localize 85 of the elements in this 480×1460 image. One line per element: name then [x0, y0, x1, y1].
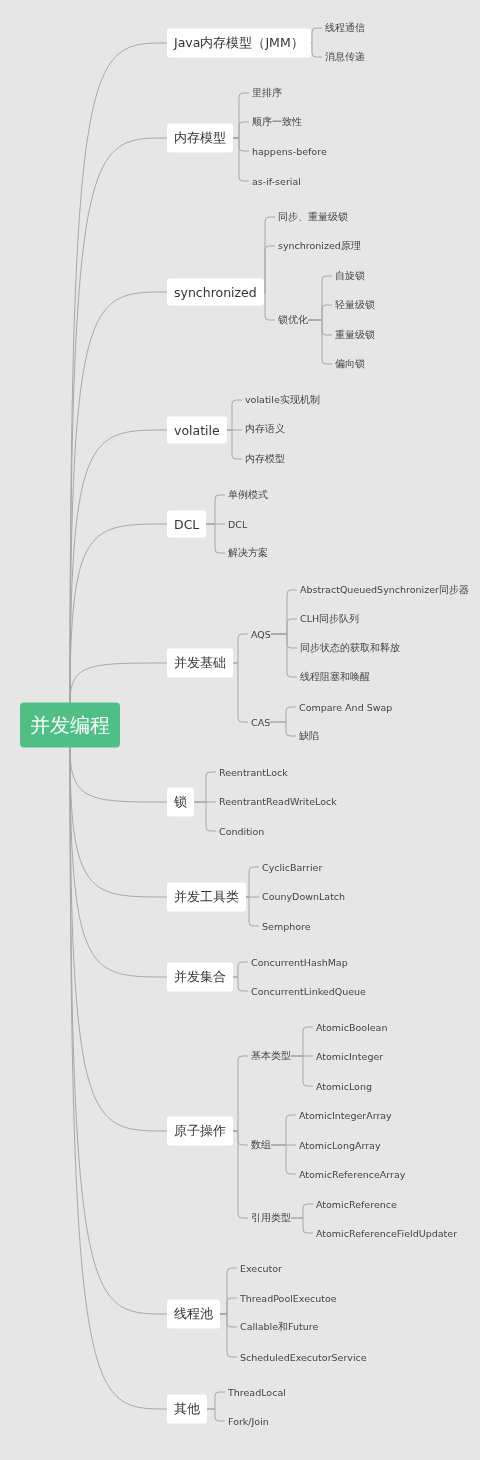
subtopic-label: 线程阻塞和唤醒 [297, 668, 370, 686]
bracket-connector [245, 896, 260, 927]
subtopic-label: 锁优化 [275, 311, 308, 329]
subtopic-label: CounyDownLatch [259, 888, 346, 904]
bracket-connector [232, 976, 249, 992]
bracket-connector [270, 1144, 297, 1175]
subtopic-label: 重量级锁 [332, 326, 375, 344]
subtopic-label: synchronized原理 [275, 237, 361, 255]
subtopic-label: ReentrantLock [216, 764, 288, 780]
subtopic-label: 解决方案 [225, 544, 268, 562]
central-topic: 并发编程 [20, 702, 120, 748]
bracket-connector [263, 245, 276, 293]
bracket-connector [205, 523, 226, 554]
topic-box: 线程池 [167, 1299, 220, 1329]
subtopic-label: 自旋锁 [332, 267, 365, 285]
subtopic-label: AbstractQueuedSynchronizer同步器 [297, 581, 469, 599]
subtopic-label: 数组 [248, 1136, 271, 1154]
subtopic-label: AQS [248, 626, 271, 642]
subtopic-label: 基本类型 [248, 1047, 291, 1065]
topic-box: 锁 [167, 787, 194, 817]
topic-box: 并发工具类 [167, 882, 246, 912]
subtopic-label: ConcurrentHashMap [248, 954, 348, 970]
bracket-connector [269, 721, 297, 737]
subtopic-label: CLH同步队列 [297, 610, 360, 628]
subtopic-label: Fork/Join [225, 1413, 269, 1429]
subtopic-label: Executor [237, 1260, 282, 1276]
subtopic-label: 单例模式 [225, 486, 268, 504]
subtopic-label: Compare And Swap [296, 699, 393, 715]
topic-box: 原子操作 [167, 1116, 233, 1146]
bracket-connector [226, 429, 243, 460]
subtopic-label: AtomicInteger [313, 1048, 384, 1064]
subtopic-label: 引用类型 [248, 1209, 291, 1227]
subtopic-label: DCL [225, 516, 248, 532]
subtopic-label: ReentrantReadWriteLock [216, 793, 337, 809]
subtopic-label: ScheduledExecutorService [237, 1349, 367, 1365]
subtopic-label: AtomicLongArray [296, 1137, 381, 1153]
bracket-connector [193, 801, 217, 832]
branch-curve [69, 662, 168, 703]
topic-box: synchronized [167, 278, 264, 306]
topic-box: 并发集合 [167, 962, 233, 992]
bracket-connector [232, 1130, 249, 1219]
subtopic-label: 消息传递 [322, 48, 365, 66]
subtopic-label: 偏向锁 [332, 355, 365, 373]
subtopic-label: 线程通信 [322, 19, 365, 37]
subtopic-label: Callable和Future [237, 1318, 319, 1336]
bracket-connector [263, 291, 276, 321]
topic-box: 内存模型 [167, 123, 233, 153]
bracket-connector [310, 27, 323, 44]
bracket-connector [206, 1408, 226, 1422]
topic-box: volatile [167, 416, 227, 444]
subtopic-label: as-if-serial [249, 173, 301, 189]
subtopic-label: 同步状态的获取和释放 [297, 639, 400, 657]
subtopic-label: CAS [248, 714, 271, 730]
subtopic-label: AtomicLong [313, 1078, 372, 1094]
topic-box: 并发基础 [167, 648, 233, 678]
bracket-connector [310, 42, 323, 58]
subtopic-label: AtomicIntegerArray [296, 1107, 392, 1123]
subtopic-label: AtomicReferenceArray [296, 1166, 406, 1182]
subtopic-label: 里排序 [249, 84, 282, 102]
bracket-connector [290, 1055, 314, 1087]
subtopic-label: ThreadPoolExecutoe [237, 1290, 337, 1306]
subtopic-label: ThreadLocal [225, 1384, 286, 1400]
subtopic-label: volatile实现机制 [242, 391, 320, 409]
subtopic-label: 缺陷 [296, 727, 319, 745]
subtopic-label: CyclicBarrier [259, 859, 323, 875]
subtopic-label: ConcurrentLinkedQueue [248, 983, 366, 999]
subtopic-label: 同步、重量级锁 [275, 208, 348, 226]
subtopic-label: happens-before [249, 143, 327, 159]
bracket-connector [290, 1217, 314, 1234]
subtopic-label: 轻量级锁 [332, 296, 375, 314]
subtopic-label: Semphore [259, 918, 311, 934]
subtopic-label: 内存语义 [242, 420, 285, 438]
subtopic-label: AtomicReference [313, 1196, 397, 1212]
subtopic-label: Condition [216, 823, 265, 839]
subtopic-label: 顺序一致性 [249, 113, 302, 131]
bracket-connector [245, 866, 260, 898]
subtopic-label: 内存模型 [242, 450, 285, 468]
topic-box: 其他 [167, 1394, 207, 1424]
topic-box: Java内存模型（JMM） [167, 28, 311, 58]
bracket-connector [232, 662, 249, 723]
topic-box: DCL [167, 510, 207, 538]
subtopic-label: AtomicReferenceFieldUpdater [313, 1225, 458, 1241]
bracket-connector [307, 319, 333, 365]
subtopic-label: AtomicBoolean [313, 1019, 388, 1035]
bracket-connector [270, 633, 298, 678]
